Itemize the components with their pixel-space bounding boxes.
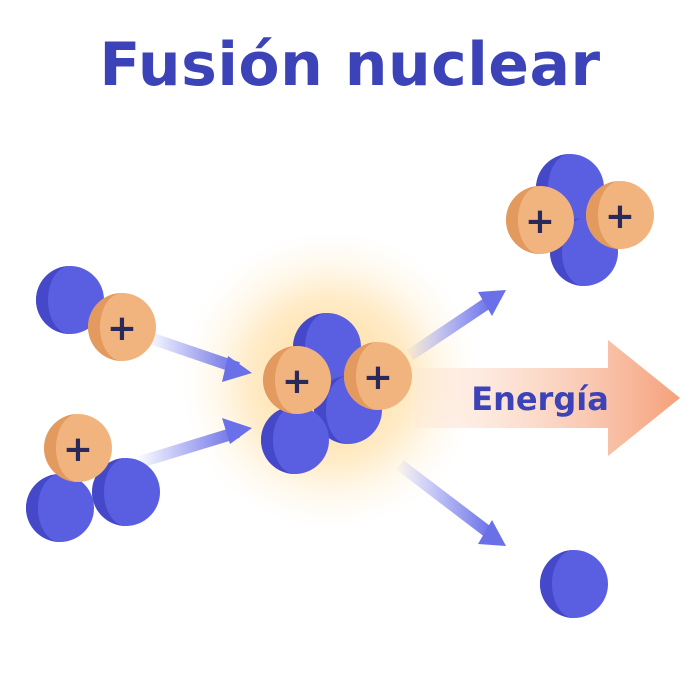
neutron (36, 266, 104, 334)
proton-plus: + (63, 429, 93, 470)
incoming-arrow-bottom (138, 418, 252, 468)
proton: + (586, 181, 654, 249)
proton: + (344, 342, 412, 410)
deuterium-nucleus: + (36, 266, 156, 361)
proton-plus: + (525, 201, 555, 242)
neutron (261, 406, 329, 474)
proton-plus: + (363, 357, 393, 398)
helium-nucleus: + + (506, 154, 654, 286)
free-neutron (540, 550, 608, 618)
energy-label: Energía (471, 380, 609, 418)
proton-plus: + (282, 361, 312, 402)
energy-arrow: Energía (415, 340, 680, 456)
proton-plus: + (605, 196, 635, 237)
proton: + (44, 414, 112, 482)
proton: + (88, 293, 156, 361)
proton: + (263, 346, 331, 414)
page-title: Fusión nuclear (99, 30, 601, 100)
outgoing-arrow-top (406, 290, 506, 360)
neutron (26, 474, 94, 542)
incoming-arrow-top (148, 332, 252, 382)
proton-plus: + (107, 308, 137, 349)
tritium-nucleus: + (26, 414, 160, 542)
neutron (92, 458, 160, 526)
proton: + (506, 186, 574, 254)
fused-nucleus: + + (261, 313, 412, 474)
outgoing-arrow-bottom (396, 460, 506, 546)
